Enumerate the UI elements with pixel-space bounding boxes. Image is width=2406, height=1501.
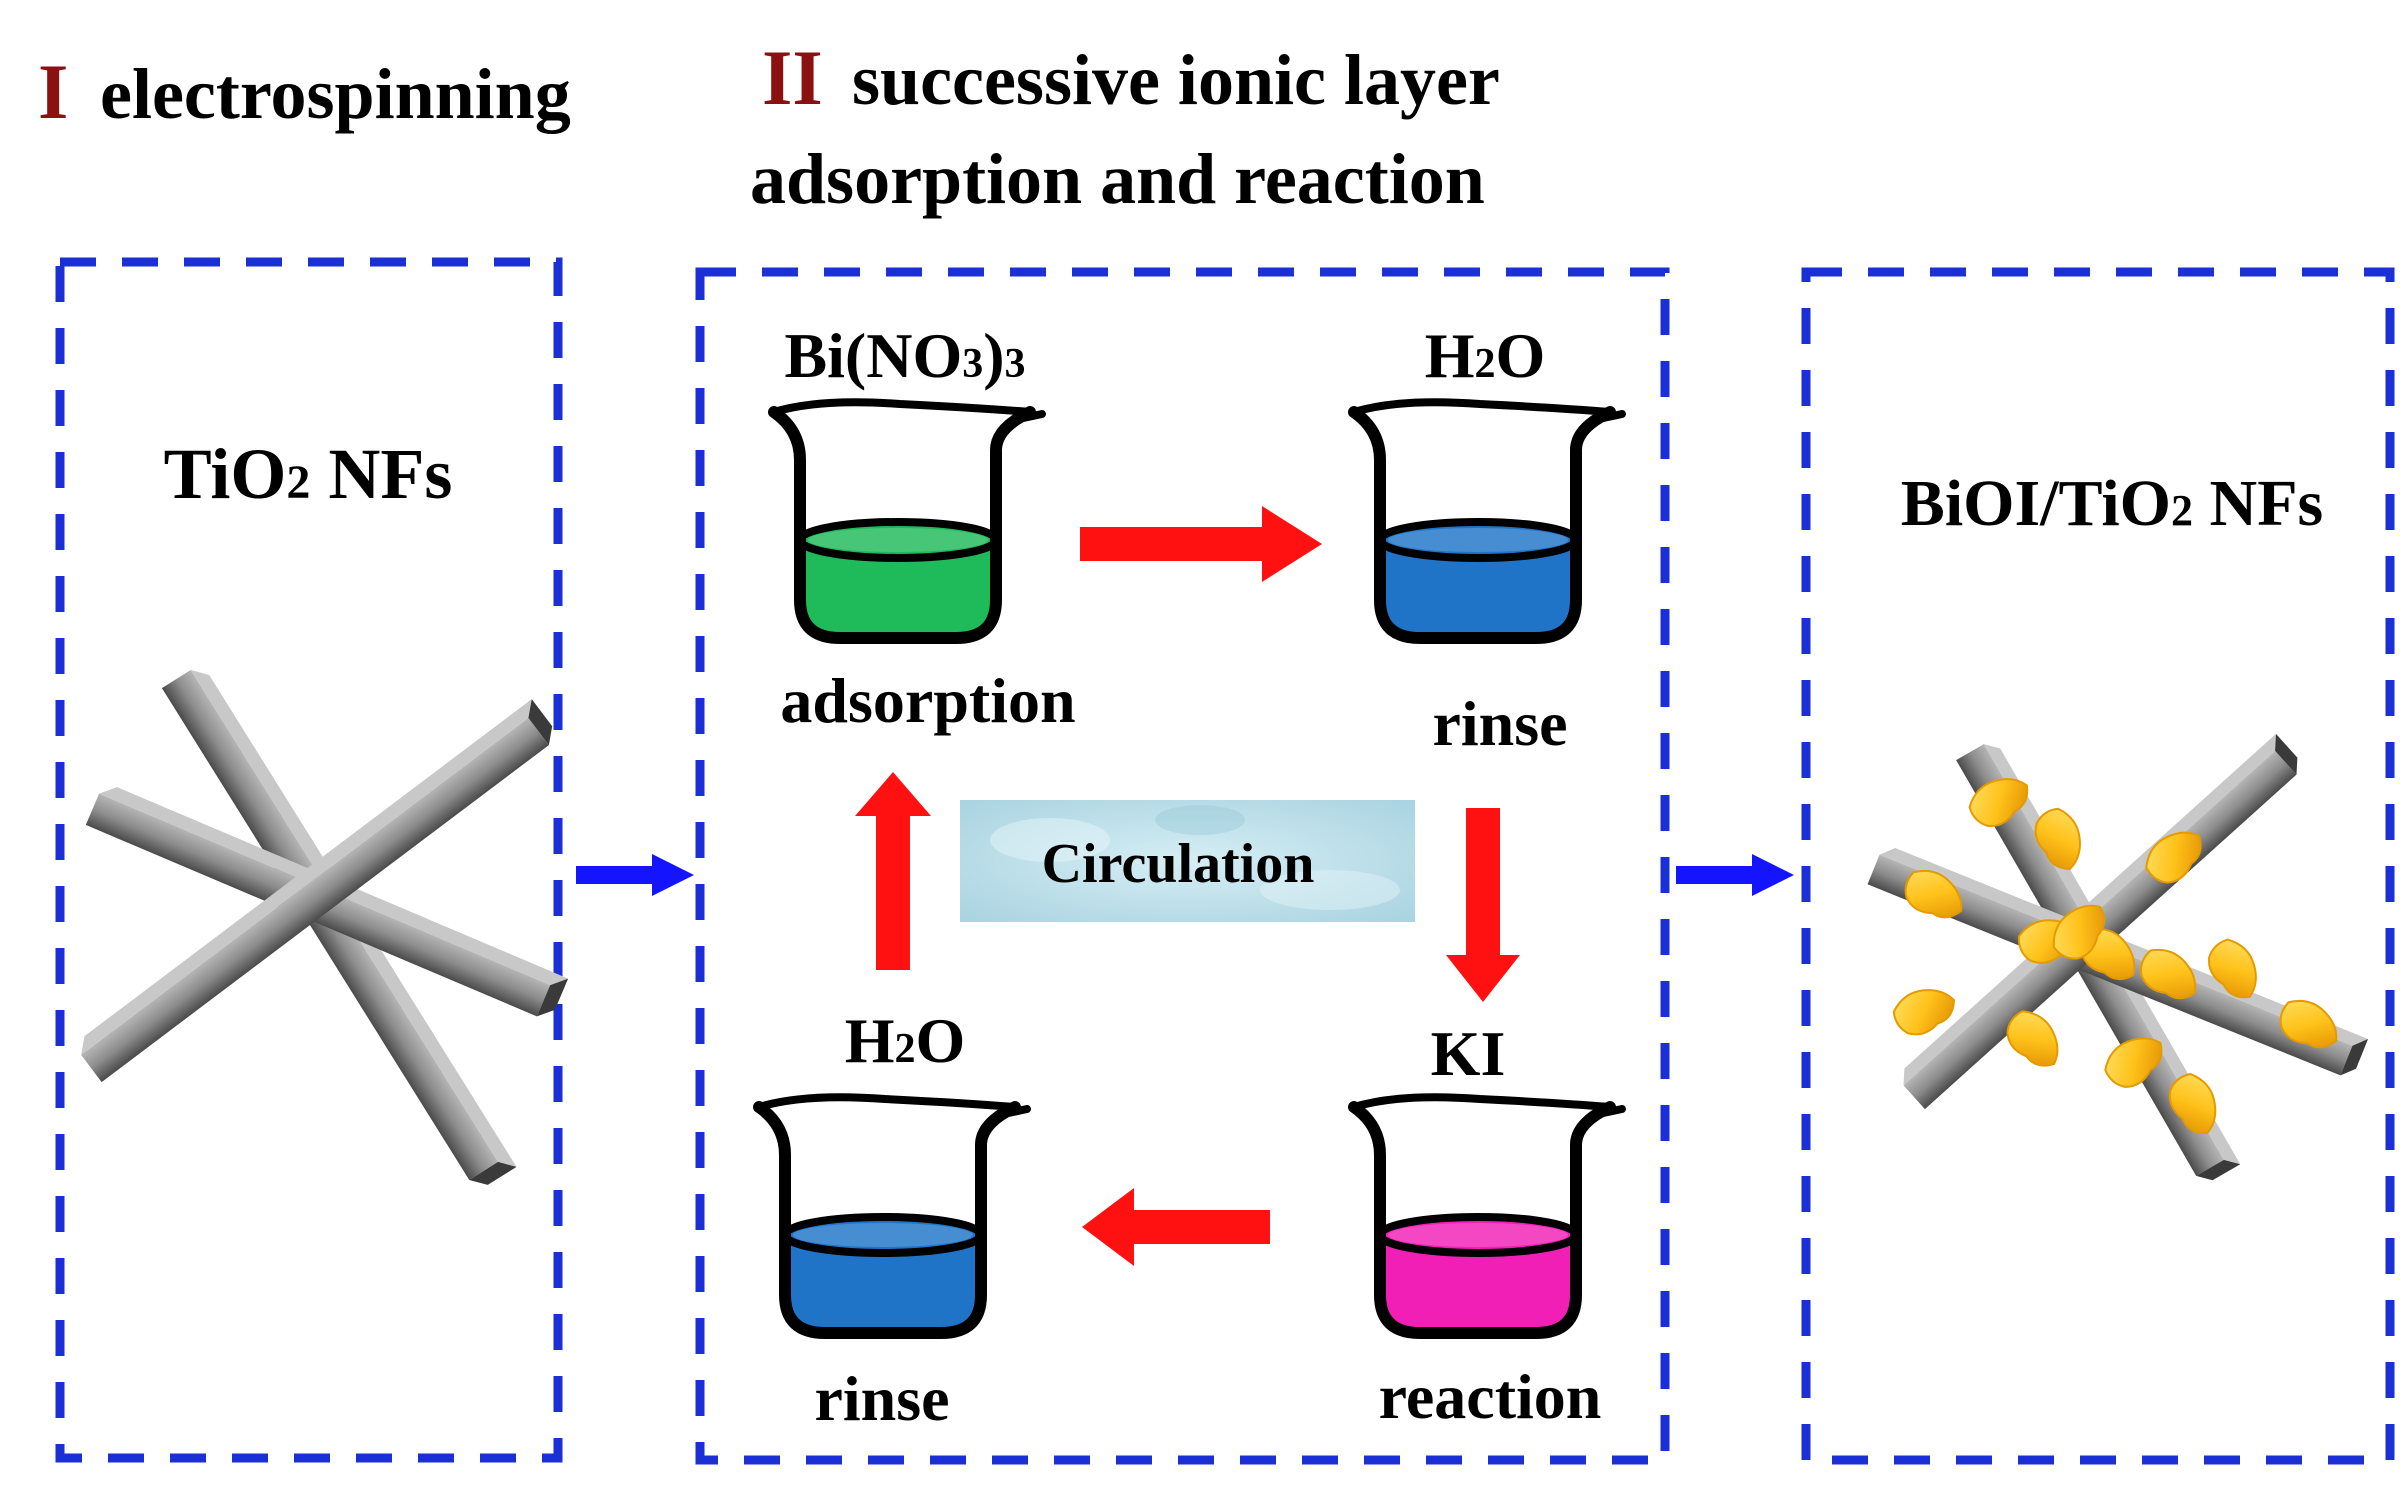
process-arrow-left — [1082, 1188, 1270, 1266]
bioi-particle — [2140, 948, 2197, 1000]
bioi-particle — [2208, 938, 2257, 999]
bioi-particle — [1968, 778, 2029, 827]
step-label-rinse: rinse — [814, 1363, 949, 1434]
center-panel-frame — [695, 267, 1670, 1465]
bioi-particle — [2034, 807, 2081, 870]
bioi-particle — [2104, 1037, 2163, 1088]
bioi-tio2-nanofibers — [1867, 733, 2369, 1181]
step2-numeral: II — [762, 34, 823, 121]
right-title-tail: NFs — [2193, 467, 2323, 540]
left-title-main: TiO — [164, 434, 287, 514]
bioi-particle — [2006, 1010, 2059, 1067]
bioi-particle — [2168, 1072, 2217, 1135]
process-arrow-down — [1446, 808, 1520, 1002]
beakers — [753, 398, 1626, 1339]
bioi-particle — [1892, 989, 1955, 1036]
circulation-label: Circulation — [1042, 833, 1315, 895]
beaker-reagent-label: Bi(NO3)3 — [784, 320, 1025, 391]
step2-label-line1: successive ionic layer — [852, 40, 1500, 120]
circulation-box: Circulation — [960, 800, 1415, 922]
step-label-rinse: rinse — [1432, 688, 1567, 759]
beaker-adsorption — [768, 398, 1046, 644]
process-arrow-right — [1080, 506, 1322, 582]
process-arrow-up — [855, 772, 931, 970]
left-panel-title: TiO2 NFs — [164, 434, 453, 514]
nanofiber-rod — [81, 699, 553, 1083]
bioi-particles — [1892, 778, 2338, 1135]
left-title-tail: NFs — [310, 434, 452, 514]
beaker-reagent-label: KI — [1431, 1018, 1506, 1089]
bioi-particle — [2052, 904, 2105, 960]
left-panel-frame — [55, 257, 563, 1463]
right-panel-frame — [1801, 267, 2395, 1465]
step1-numeral: I — [38, 48, 68, 135]
left-title-sub: 2 — [286, 456, 310, 509]
bioi-particle — [2145, 831, 2202, 884]
beaker-reagent-label: H2O — [1425, 320, 1546, 391]
step-label-adsorption: adsorption — [780, 665, 1075, 736]
step2-label-line2: adsorption and reaction — [750, 139, 1485, 219]
beaker-rinse — [753, 1093, 1031, 1339]
beaker-rinse — [1348, 398, 1626, 644]
beaker-reaction — [1348, 1093, 1626, 1339]
bioi-particle — [2279, 999, 2338, 1049]
beaker-reagent-label: H2O — [845, 1005, 966, 1076]
right-panel-title: BiOI/TiO2 NFs — [1901, 467, 2323, 540]
flow-arrow-right — [1676, 854, 1794, 896]
right-title-sub: 2 — [2171, 486, 2193, 535]
flow-arrow-left — [576, 854, 694, 896]
right-title-main: BiOI/TiO — [1901, 467, 2171, 540]
step1-label: electrospinning — [100, 54, 571, 134]
bioi-particle — [1904, 869, 1963, 919]
step-label-reaction: reaction — [1379, 1361, 1602, 1432]
tio2-nanofibers — [81, 670, 569, 1185]
